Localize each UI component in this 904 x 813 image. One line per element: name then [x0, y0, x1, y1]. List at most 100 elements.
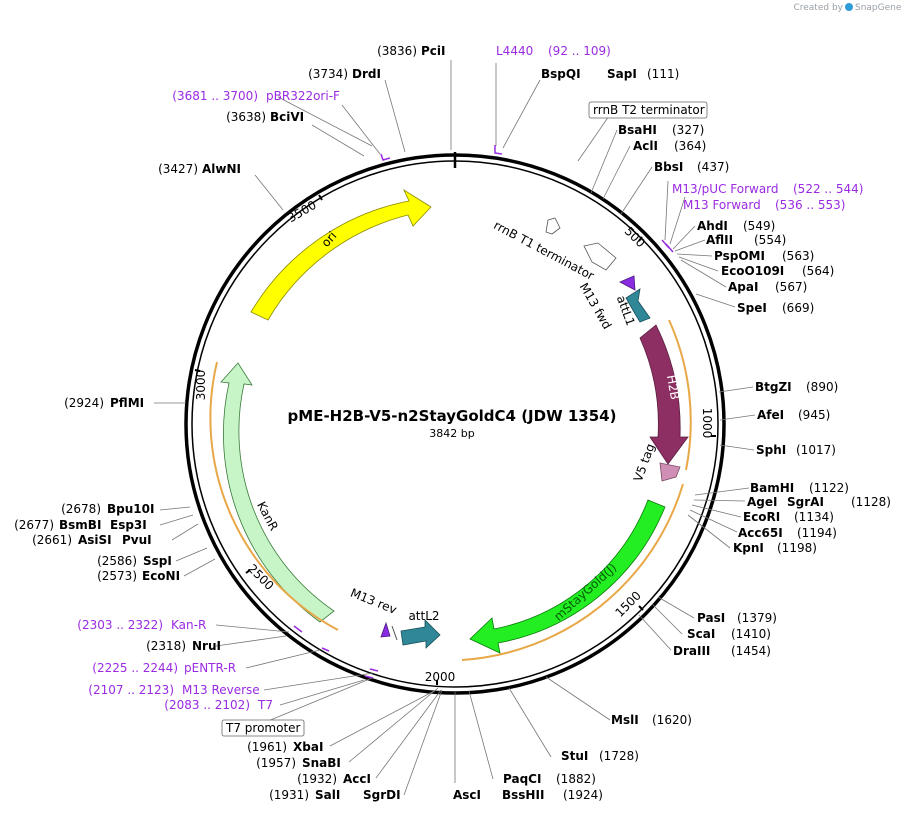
site-ecoo109i: EcoO109I — [721, 264, 784, 278]
site-aflii: AflII — [706, 233, 733, 247]
tick-500: 500 — [622, 224, 648, 250]
site-pasi: PasI — [697, 611, 725, 625]
feature-h2b-label: H2B — [664, 374, 682, 401]
feature-m13-fwd-label: M13 fwd — [577, 280, 615, 331]
svg-text:(3836): (3836) — [377, 44, 417, 58]
svg-text:(327): (327) — [672, 123, 704, 137]
primer-marks — [293, 145, 674, 679]
site-ecori: EcoRI — [743, 510, 780, 524]
site-pflmi: PflMI — [110, 396, 144, 410]
site-scai: ScaI — [687, 627, 715, 641]
svg-text:PvuI: PvuI — [122, 533, 152, 547]
plasmid-name: pME-H2B-V5-n2StayGoldC4 (JDW 1354) — [288, 407, 617, 425]
svg-text:(364): (364) — [674, 139, 706, 153]
tick-2000: 2000 — [425, 670, 456, 684]
svg-text:SgrAI: SgrAI — [787, 495, 824, 509]
feature-m13-rev-label: M13 rev — [348, 586, 398, 617]
feature-rrnb-t1 — [583, 242, 617, 271]
snapgene-logo-icon — [845, 3, 853, 11]
feature-mstaygold-label: mStayGold(J) — [551, 560, 619, 623]
svg-text:(111): (111) — [647, 67, 679, 81]
site-kpni: KpnI — [733, 541, 764, 555]
svg-text:(2107 .. 2123): (2107 .. 2123) — [88, 683, 174, 697]
site-asisi: AsiSI — [78, 533, 112, 547]
feature-rrnb-t1-label: rrnB T1 terminator — [491, 218, 596, 283]
rrnb-t2-label: rrnB T2 terminator — [593, 103, 705, 117]
m13-rev-small-marker — [391, 625, 398, 641]
svg-text:(1454): (1454) — [731, 644, 771, 658]
svg-text:(1957): (1957) — [256, 756, 296, 770]
site-sphi: SphI — [756, 443, 786, 457]
site-spei: SpeI — [737, 301, 767, 315]
h2b-highlight — [668, 319, 692, 471]
svg-text:(1194): (1194) — [797, 526, 837, 540]
feature-attl2 — [400, 619, 441, 649]
feature-mstaygold — [469, 499, 666, 654]
svg-text:(2924): (2924) — [64, 396, 104, 410]
site-sali: SalI — [315, 788, 340, 802]
site-draiii: DraIII — [673, 644, 710, 658]
svg-text:(2661): (2661) — [32, 533, 72, 547]
site-agei: AgeI — [747, 495, 777, 509]
feature-attl2-label: attL2 — [408, 609, 439, 623]
site-pspomi: PspOMI — [714, 249, 765, 263]
svg-text:(1924): (1924) — [563, 788, 603, 802]
svg-text:(1122): (1122) — [809, 481, 849, 495]
svg-text:(1379): (1379) — [737, 611, 777, 625]
svg-text:(2318): (2318) — [146, 639, 186, 653]
svg-text:(3734): (3734) — [308, 67, 348, 81]
feature-v5-tag-label: V5 tag — [631, 442, 658, 484]
svg-text:(1017): (1017) — [796, 443, 836, 457]
svg-text:(2573): (2573) — [97, 569, 137, 583]
plasmid-size: 3842 bp — [429, 427, 474, 440]
feature-attl1 — [625, 288, 651, 323]
svg-text:(554): (554) — [754, 233, 786, 247]
site-sspi: SspI — [143, 554, 172, 568]
site-drdi: DrdI — [352, 67, 381, 81]
site-nrui: NruI — [192, 639, 221, 653]
svg-text:(563): (563) — [782, 249, 814, 263]
svg-text:(2677): (2677) — [14, 518, 54, 532]
site-snabi: SnaBI — [302, 756, 341, 770]
svg-text:SapI: SapI — [607, 67, 637, 81]
svg-text:(945): (945) — [798, 408, 830, 422]
t7-promoter-box — [221, 719, 305, 737]
svg-text:(437): (437) — [697, 160, 729, 174]
t7-promoter-label: T7 promoter — [225, 721, 301, 735]
svg-text:(1882): (1882) — [556, 772, 596, 786]
kanr-highlight — [209, 361, 339, 631]
primer-l4440: L4440 — [496, 44, 533, 58]
svg-text:(1728): (1728) — [599, 749, 639, 763]
rrnb-t2-box — [588, 101, 708, 119]
primer-m13-reverse: M13 Reverse — [182, 683, 260, 697]
site-paqci: PaqCI — [503, 772, 541, 786]
site-bbsi: BbsI — [654, 160, 683, 174]
svg-text:(522 .. 544): (522 .. 544) — [793, 182, 863, 196]
svg-text:(1198): (1198) — [777, 541, 817, 555]
site-apai: ApaI — [728, 280, 758, 294]
svg-text:(2678): (2678) — [61, 502, 101, 516]
svg-text:(1128): (1128) — [851, 495, 891, 509]
svg-text:(1410): (1410) — [731, 627, 771, 641]
site-ahdi: AhdI — [697, 219, 728, 233]
svg-text:(567): (567) — [775, 280, 807, 294]
site-labels: (3836)PciI (3734)DrdI (3638)BciVI (3427)… — [14, 44, 891, 802]
primer-labels: L4440(92 .. 109) M13/pUC Forward(522 .. … — [77, 44, 863, 712]
primer-pbr322ori-f: pBR322ori-F — [266, 89, 340, 103]
site-stui: StuI — [561, 749, 588, 763]
svg-text:(1931): (1931) — [269, 788, 309, 802]
site-bamhi: BamHI — [750, 481, 794, 495]
svg-text:(890): (890) — [806, 380, 838, 394]
primer-t7: T7 — [257, 698, 273, 712]
site-pcii: PciI — [421, 44, 446, 58]
tick-1000: 1000 — [700, 408, 714, 439]
site-bpu10i: Bpu10I — [107, 502, 154, 516]
svg-text:(1620): (1620) — [652, 713, 692, 727]
site-econi: EcoNI — [142, 569, 180, 583]
svg-text:Esp3I: Esp3I — [110, 518, 147, 532]
svg-text:BssHII: BssHII — [502, 788, 544, 802]
feature-kanr — [220, 362, 335, 623]
credit-brand: SnapGene — [855, 3, 902, 13]
svg-text:(2225 .. 2244): (2225 .. 2244) — [92, 661, 178, 675]
